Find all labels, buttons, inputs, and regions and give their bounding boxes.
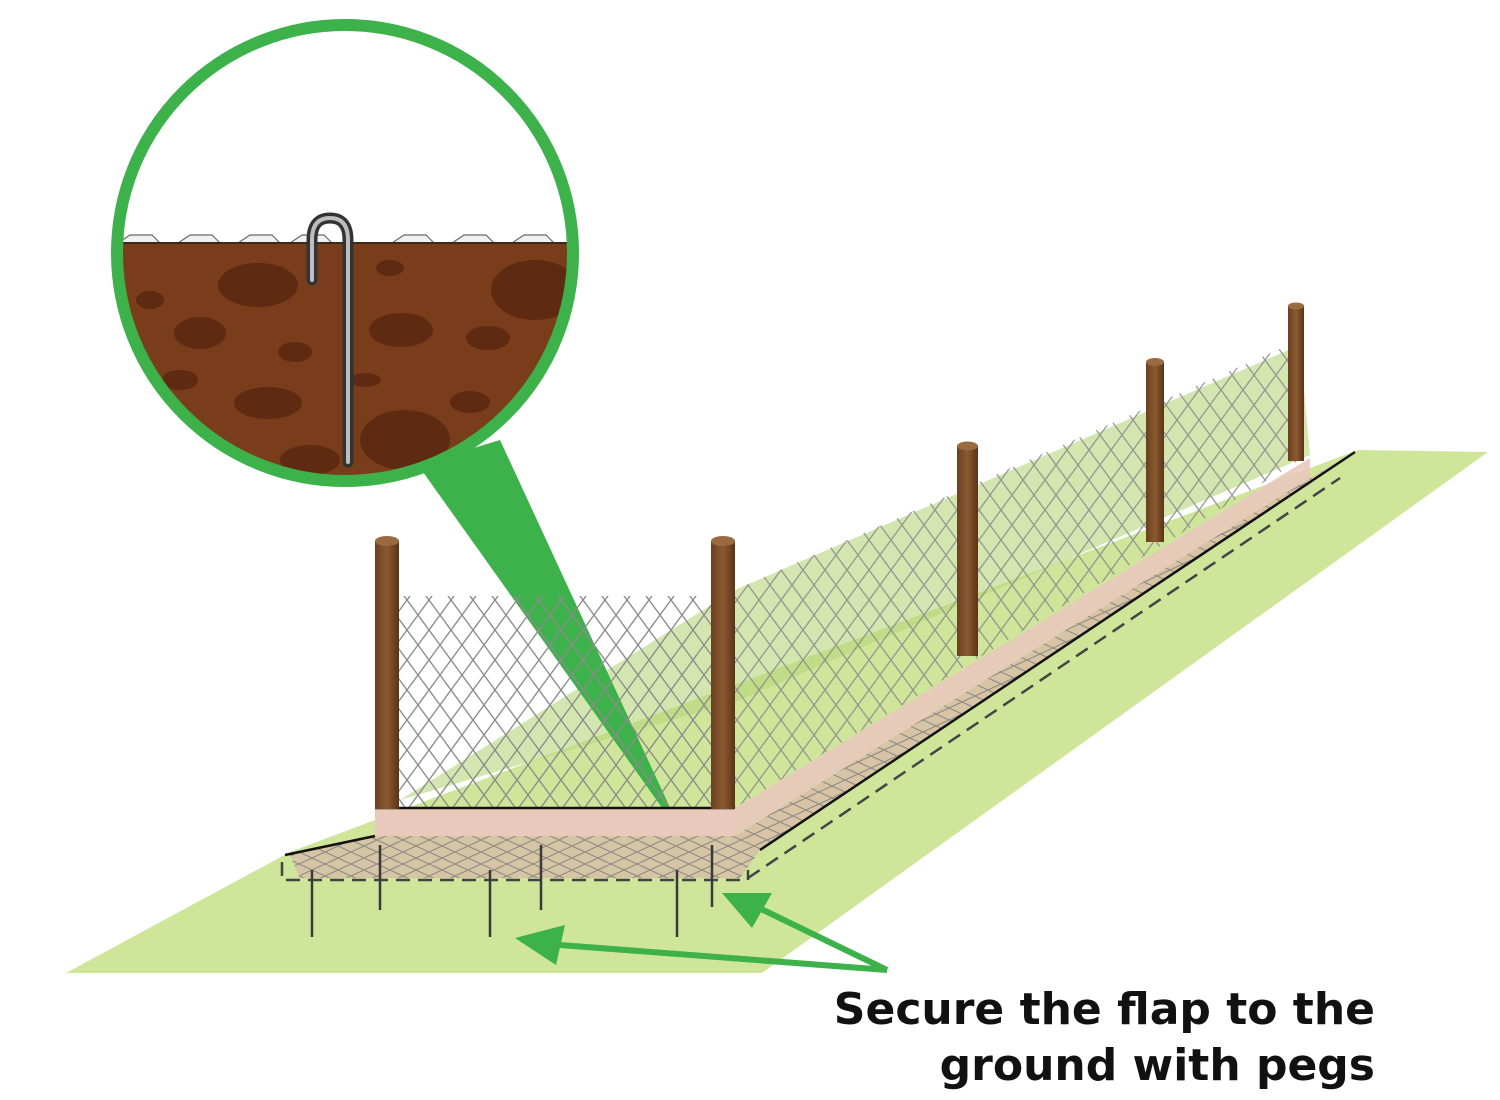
- flap-front-strip: [375, 808, 735, 836]
- magnifier-callout: [110, 25, 590, 503]
- post-middle: [957, 442, 978, 657]
- instruction-caption: Secure the flap to the ground with pegs: [755, 982, 1375, 1094]
- fence-mesh-front: [388, 596, 728, 808]
- caption-line-1: Secure the flap to the: [755, 982, 1375, 1038]
- post-front-left: [375, 536, 399, 809]
- post-end: [1288, 303, 1304, 462]
- post-front-right: [711, 536, 735, 809]
- caption-line-2: ground with pegs: [755, 1038, 1375, 1094]
- flap-front-mesh: [290, 836, 760, 878]
- post-far: [1146, 358, 1164, 542]
